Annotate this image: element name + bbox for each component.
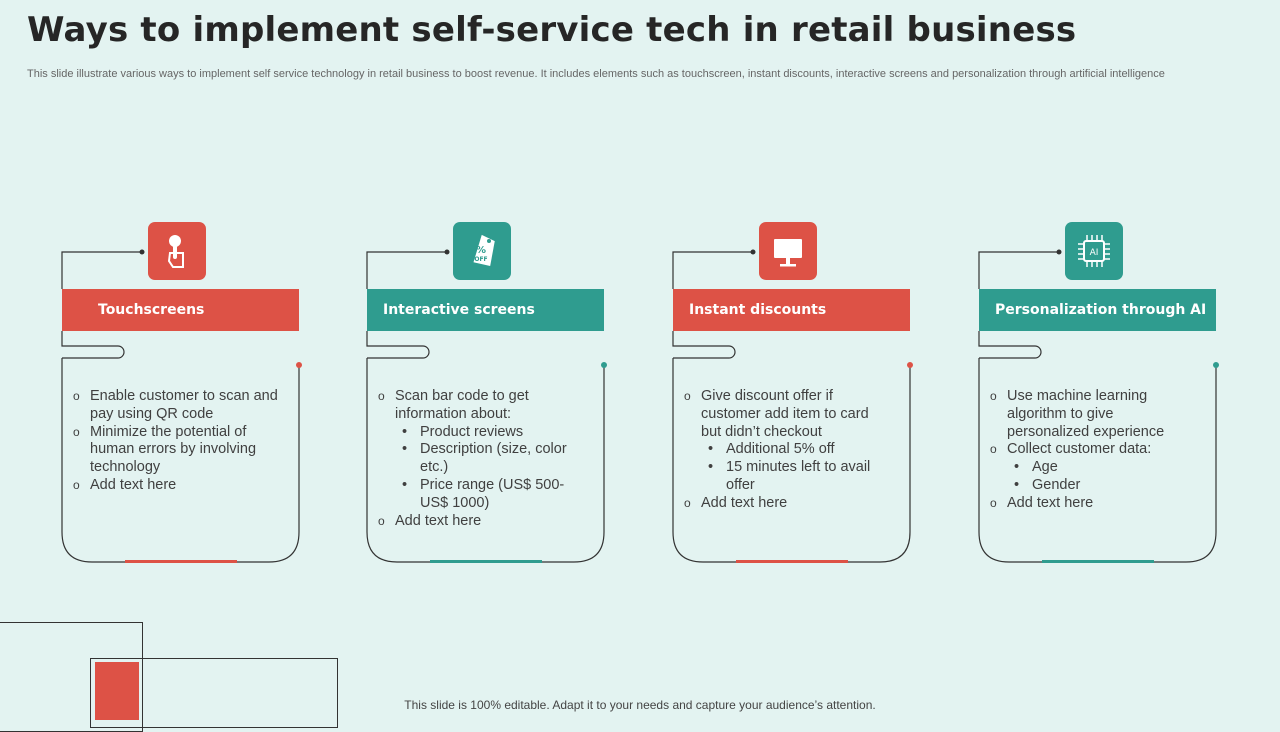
bullet-item: Description (size, color etc.) <box>375 441 585 477</box>
card-bullet-list: Enable customer to scan and pay using QR… <box>70 388 280 495</box>
icon-tile <box>759 222 817 280</box>
bullet-item: Add text here <box>681 495 891 513</box>
monitor-icon <box>774 239 802 267</box>
icon-tile: AI <box>1065 222 1123 280</box>
feature-card: AI Personalization through AI Use machine … <box>978 222 1279 568</box>
decorative-block <box>95 662 139 720</box>
bullet-item: Give discount offer if customer add item… <box>681 388 891 441</box>
card-heading: Personalization through AI <box>979 289 1216 331</box>
feature-card: Instant discountsGive discount offer if … <box>672 222 973 568</box>
bullet-item: Use machine learning algorithm to give p… <box>987 388 1197 441</box>
icon-text: AI <box>1090 248 1099 258</box>
footer-note: This slide is 100% editable. Adapt it to… <box>404 698 876 712</box>
bullet-item: 15 minutes left to avail offer <box>681 459 891 495</box>
card-bullet-list: Scan bar code to get information about:P… <box>375 388 585 530</box>
bullet-item: Add text here <box>987 495 1197 513</box>
page-subtitle: This slide illustrate various ways to im… <box>27 68 1165 80</box>
card-bullet-list: Use machine learning algorithm to give p… <box>987 388 1197 513</box>
bullet-item: Minimize the potential of human errors b… <box>70 424 280 477</box>
bullet-item: Collect customer data: <box>987 441 1197 459</box>
card-outline <box>61 249 302 563</box>
bullet-item: Price range (US$ 500- US$ 1000) <box>375 477 585 513</box>
card-heading: Touchscreens <box>62 289 299 331</box>
bullet-item: Age <box>987 459 1197 477</box>
ai-chip-icon: AI <box>1078 235 1110 267</box>
feature-card: TouchscreensEnable customer to scan and … <box>61 222 362 568</box>
card-heading: Instant discounts <box>673 289 910 331</box>
bullet-item: Scan bar code to get information about: <box>375 388 585 424</box>
bullet-item: Enable customer to scan and pay using QR… <box>70 388 280 424</box>
bullet-item: Gender <box>987 477 1197 495</box>
card-outline <box>978 249 1219 563</box>
card-heading: Interactive screens <box>367 289 604 331</box>
card-bullet-list: Give discount offer if customer add item… <box>681 388 891 513</box>
icon-text: OFF <box>474 256 487 263</box>
card-outline <box>366 249 607 563</box>
card-outline <box>672 249 913 563</box>
bullet-item: Additional 5% off <box>681 441 891 459</box>
icon-text: % <box>476 245 486 256</box>
discount-tag-icon: %OFF <box>473 234 495 267</box>
bullet-item: Add text here <box>375 513 585 531</box>
feature-card: %OFF Interactive screensScan bar code to … <box>366 222 667 568</box>
bullet-item: Add text here <box>70 477 280 495</box>
icon-tile <box>148 222 206 280</box>
page-title: Ways to implement self-service tech in r… <box>27 10 1077 50</box>
bullet-item: Product reviews <box>375 424 585 442</box>
touch-finger-icon <box>167 235 184 268</box>
icon-tile: %OFF <box>453 222 511 280</box>
